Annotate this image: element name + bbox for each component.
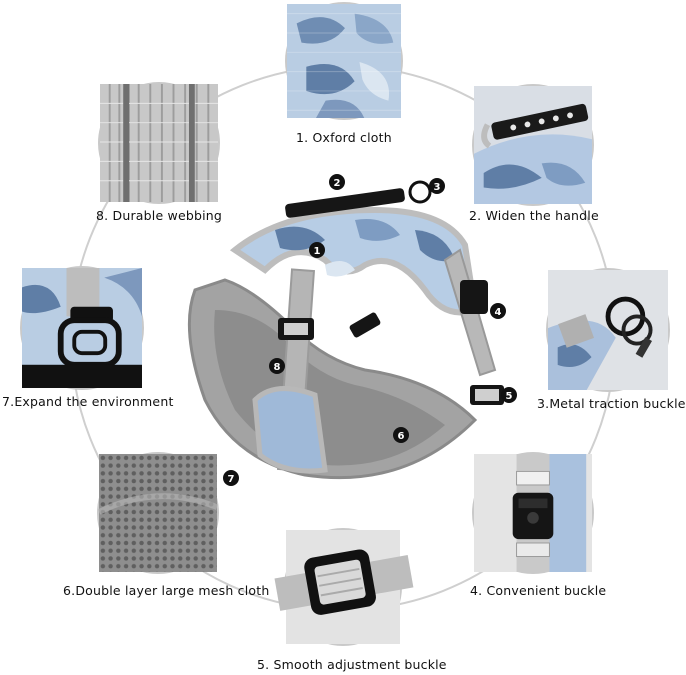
marker-7: 7 — [223, 470, 239, 486]
feature-label-6: 6.Double layer large mesh cloth — [63, 583, 270, 598]
svg-text:2: 2 — [334, 178, 341, 189]
marker-4: 4 — [490, 303, 506, 319]
feature-label-8: 8. Durable webbing — [96, 208, 223, 223]
handle-closeup — [472, 84, 594, 206]
adjustment-buckle-closeup — [274, 528, 414, 646]
svg-text:8: 8 — [274, 362, 281, 373]
webbing-closeup — [98, 82, 220, 204]
plastic-buckle-closeup — [472, 452, 594, 574]
marker-6: 6 — [393, 427, 409, 443]
marker-3: 3 — [429, 178, 445, 194]
metal-buckle-closeup — [546, 268, 670, 392]
d-ring-closeup — [20, 266, 144, 390]
oxford-cloth-closeup — [285, 2, 403, 120]
marker-2: 2 — [329, 174, 345, 190]
feature-label-5: 5. Smooth adjustment buckle — [257, 657, 447, 672]
svg-text:1: 1 — [314, 246, 321, 257]
marker-1: 1 — [309, 242, 325, 258]
dog-harness-image: 1 2 3 4 5 6 7 8 — [187, 174, 517, 486]
feature-label-7: 7.Expand the environment — [2, 394, 174, 409]
feature-label-4: 4. Convenient buckle — [470, 583, 607, 598]
feature-label-1: 1. Oxford cloth — [296, 130, 392, 145]
svg-text:4: 4 — [495, 307, 502, 318]
feature-label-3: 3.Metal traction buckle — [537, 396, 686, 411]
svg-text:5: 5 — [506, 391, 513, 402]
marker-5: 5 — [501, 387, 517, 403]
svg-text:3: 3 — [434, 182, 441, 193]
mesh-cloth-closeup — [97, 452, 219, 574]
svg-text:6: 6 — [398, 431, 405, 442]
marker-8: 8 — [269, 358, 285, 374]
svg-text:7: 7 — [228, 474, 235, 485]
feature-label-2: 2. Widen the handle — [469, 208, 599, 223]
